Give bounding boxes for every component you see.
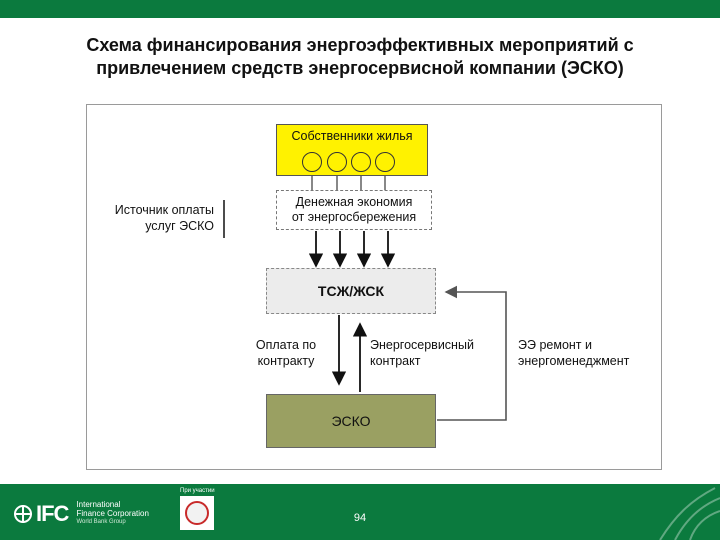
ifc-org-name: International Finance Corporation World … (76, 500, 148, 527)
contract-line-2: контракт (370, 354, 421, 368)
org-line-1: International (76, 500, 121, 509)
owner-circle (302, 152, 322, 172)
payment-source-label: Источник оплаты услуг ЭСКО (90, 202, 214, 234)
savings-box: Денежная экономия от энергосбережения (276, 190, 432, 230)
footer-bar (0, 484, 720, 540)
savings-label-line-2: от энергосбережения (291, 210, 417, 224)
repair-label: ЭЭ ремонт и энергоменеджмент (518, 337, 668, 369)
payment-line-2: контракту (257, 354, 315, 368)
payment-line-1: Оплата по (255, 338, 317, 352)
partner-caption: При участии (180, 488, 215, 494)
owner-circle (351, 152, 371, 172)
org-line-3: World Bank Group (76, 519, 126, 525)
partner-emblem-icon (185, 501, 209, 525)
footer-decoration-icon (659, 487, 720, 540)
savings-label-line-1: Денежная экономия (295, 195, 413, 209)
source-line-2: услуг ЭСКО (145, 219, 214, 233)
esko-label: ЭСКО (331, 413, 371, 429)
globe-icon (14, 504, 32, 523)
repair-line-2: энергоменеджмент (518, 354, 630, 368)
title-line-2: привлечением средств энергосервисной ком… (96, 58, 624, 78)
contract-line-1: Энергосервисный (370, 338, 474, 352)
owner-circle (375, 152, 395, 172)
tszh-box: ТСЖ/ЖСК (266, 268, 436, 314)
org-line-2: Finance Corporation (76, 509, 149, 518)
source-line-1: Источник оплаты (114, 203, 214, 217)
top-brand-bar (0, 0, 720, 18)
contract-label: Энергосервисный контракт (370, 337, 510, 369)
title-line-1: Схема финансирования энергоэффективных м… (86, 35, 634, 55)
payment-label: Оплата по контракту (238, 337, 334, 369)
owner-circle (327, 152, 347, 172)
owners-circles (302, 152, 402, 174)
page-number: 94 (353, 512, 367, 524)
ifc-logo: IFC International Finance Corporation Wo… (14, 500, 149, 527)
repair-line-1: ЭЭ ремонт и (518, 338, 592, 352)
tszh-label: ТСЖ/ЖСК (317, 283, 385, 299)
esko-box: ЭСКО (266, 394, 436, 448)
owners-label: Собственники жилья (291, 129, 413, 143)
partner-logo (180, 496, 214, 530)
ifc-logo-text: IFC (36, 500, 69, 526)
slide-title: Схема финансирования энергоэффективных м… (20, 34, 700, 80)
